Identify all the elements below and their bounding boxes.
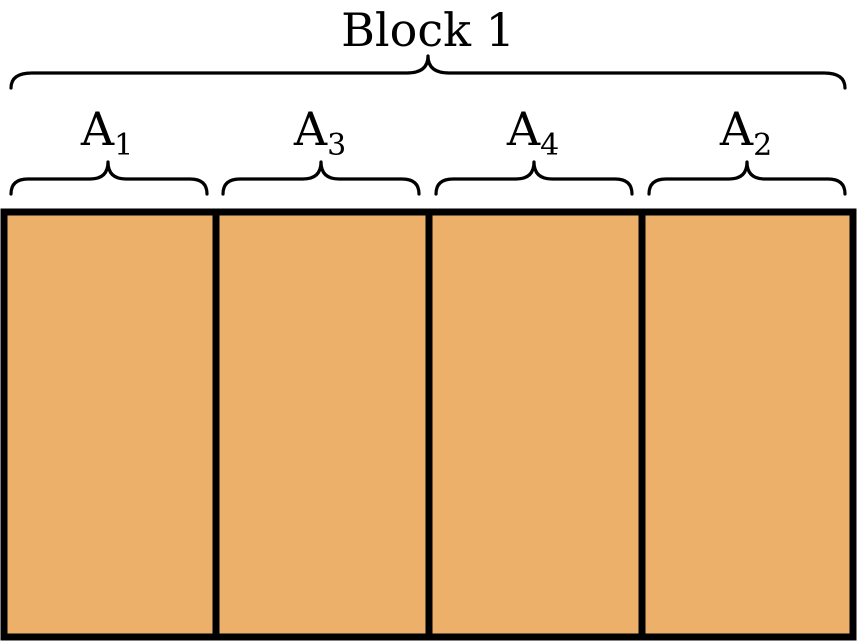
block-brace (9, 54, 847, 90)
segment-label-4: A2 (719, 102, 772, 163)
segment-brace-4 (647, 160, 847, 196)
segment-cell-3 (425, 208, 646, 641)
block-label: Block 1 (341, 3, 515, 57)
segment-label-1: A1 (80, 102, 133, 163)
segment-cell-4 (638, 208, 857, 641)
segment-cell-1 (0, 208, 220, 641)
segment-label-3: A4 (506, 102, 559, 163)
segment-label-2: A3 (293, 102, 346, 163)
segment-brace-1 (9, 160, 209, 196)
segment-brace-3 (434, 160, 634, 196)
segment-brace-2 (221, 160, 421, 196)
segment-cell-2 (212, 208, 433, 641)
